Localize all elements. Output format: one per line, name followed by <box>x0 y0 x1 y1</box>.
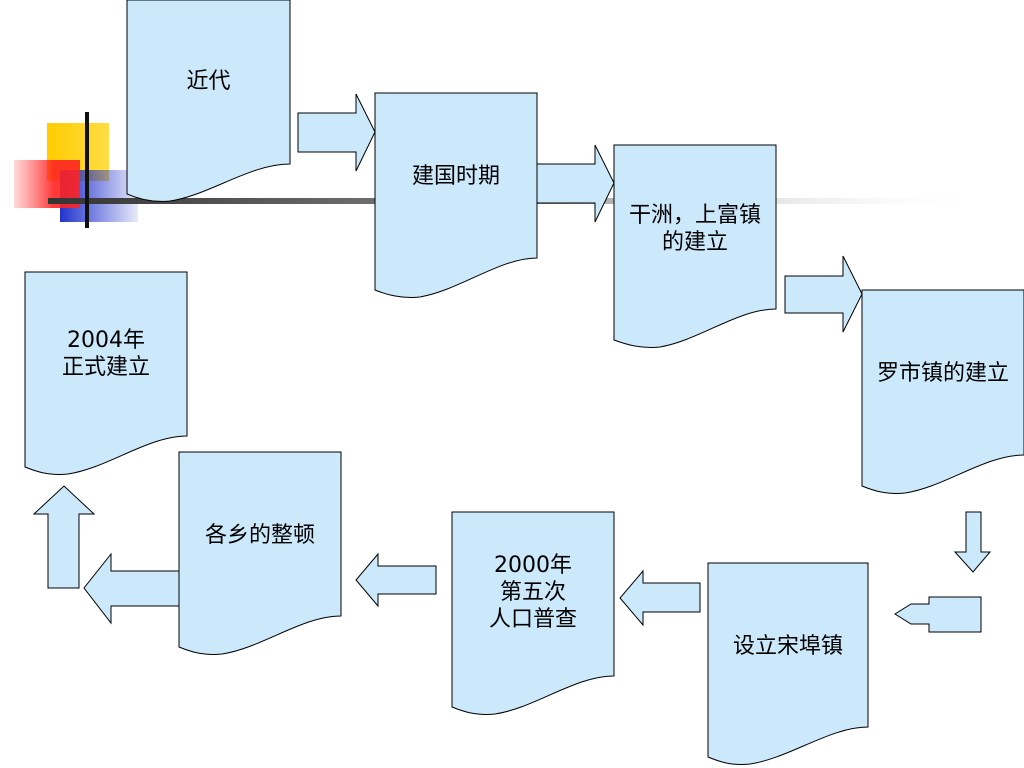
step-label-5: 设立宋埠镇 <box>732 634 843 659</box>
document-shape-step-2 <box>374 92 538 298</box>
step-label-3: 干洲，上富镇 的建立 <box>628 203 761 255</box>
left-arrow-icon <box>619 569 701 627</box>
document-shape-step-6 <box>451 511 615 715</box>
right-arrow-icon <box>536 144 615 223</box>
left-arrow-icon <box>83 552 180 625</box>
document-shape-step-5 <box>707 562 869 765</box>
down-arrow-icon <box>953 511 992 573</box>
document-shape-step-4 <box>861 289 1024 494</box>
right-arrow-icon <box>297 93 376 172</box>
up-arrow-icon <box>32 485 96 589</box>
step-label-8: 2004年 正式建立 <box>61 328 150 380</box>
step-label-6: 2000年 第五次 人口普查 <box>488 553 577 632</box>
document-shape-step-1 <box>126 0 291 202</box>
step-label-1: 近代 <box>186 69 231 94</box>
step-label-7: 各乡的整顿 <box>204 523 315 548</box>
step-label-4: 罗市镇的建立 <box>876 361 1009 386</box>
left-arrow-icon <box>894 596 982 633</box>
document-shape-step-7 <box>178 451 342 655</box>
document-shape-step-8 <box>24 271 188 475</box>
document-shape-step-3 <box>613 144 777 348</box>
step-label-2: 建国时期 <box>411 164 500 189</box>
right-arrow-icon <box>784 255 863 333</box>
vertical-rule <box>85 112 89 228</box>
left-arrow-icon <box>355 552 437 608</box>
